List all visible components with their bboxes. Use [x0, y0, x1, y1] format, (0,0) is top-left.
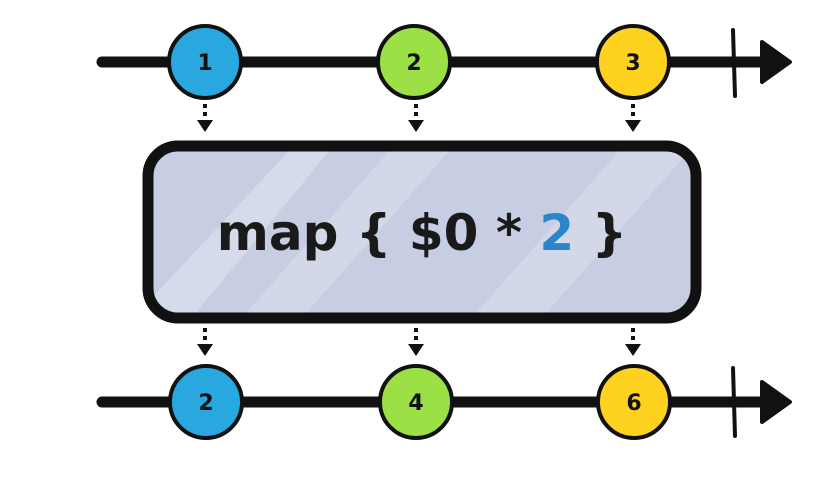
- output-marble-1-label: 2: [198, 391, 213, 416]
- input-marble-1: 1: [167, 24, 243, 100]
- input-arrows: [197, 104, 641, 132]
- operator-prefix: map { $0 *: [217, 204, 540, 262]
- input-arrow-2: [408, 104, 424, 132]
- operator-suffix: }: [574, 204, 627, 262]
- input-arrow-3: [625, 104, 641, 132]
- input-marble-3-label: 3: [625, 51, 640, 76]
- output-completion-mark: [731, 366, 737, 438]
- output-arrow-2: [408, 328, 424, 356]
- output-marble-2: 4: [378, 364, 454, 440]
- output-arrow-1: [197, 328, 213, 356]
- output-marble-1: 2: [168, 364, 244, 440]
- operator-hatching: [150, 150, 690, 318]
- input-arrow-1: [197, 104, 213, 132]
- input-marble-3: 3: [595, 24, 671, 100]
- output-marble-2-label: 4: [408, 391, 423, 416]
- input-stream: 1 2 3: [96, 24, 792, 100]
- operator-box: map { $0 * 2 }: [142, 140, 702, 324]
- output-arrowhead: [760, 380, 792, 424]
- operator-expression: map { $0 * 2 }: [217, 204, 627, 262]
- input-marble-1-label: 1: [197, 51, 212, 76]
- input-completion-mark: [731, 28, 737, 98]
- output-marble-3: 6: [596, 364, 672, 440]
- output-arrow-3: [625, 328, 641, 356]
- output-marble-3-label: 6: [626, 391, 641, 416]
- input-arrowhead: [760, 40, 792, 84]
- output-arrows: [197, 328, 641, 356]
- output-stream: 2 4 6: [96, 364, 792, 440]
- operator-highlight: 2: [539, 204, 574, 262]
- input-marble-2: 2: [376, 24, 452, 100]
- input-marble-2-label: 2: [406, 51, 421, 76]
